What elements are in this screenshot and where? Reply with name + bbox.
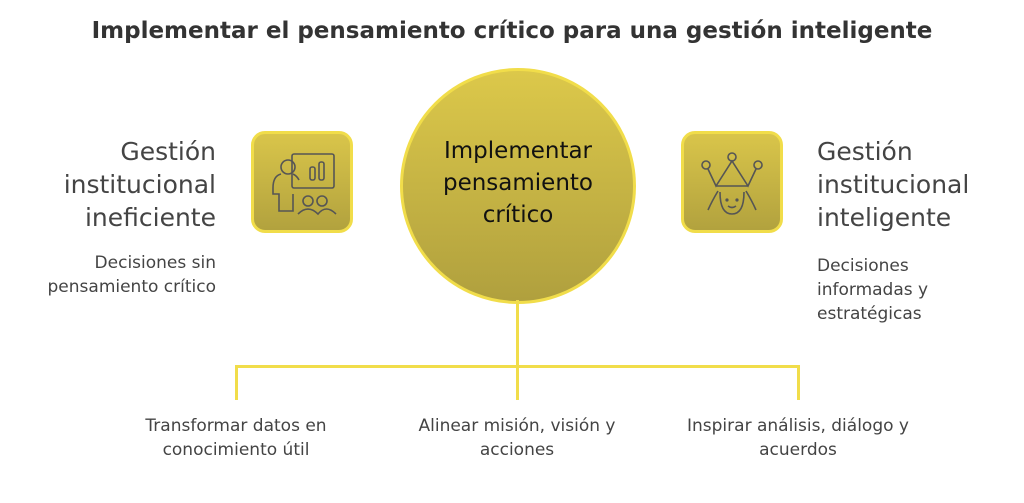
center-label: Implementar pensamiento crítico bbox=[442, 138, 594, 228]
presentation-audience-icon bbox=[251, 131, 353, 233]
connector-stem bbox=[516, 300, 519, 366]
left-description: Decisiones sin pensamiento crítico bbox=[47, 253, 216, 297]
connector-drop-3 bbox=[797, 365, 800, 400]
right-heading: Gestión institucional inteligente bbox=[817, 137, 970, 232]
left-heading: Gestión institucional ineficiente bbox=[63, 137, 216, 232]
branch-1: Transformar datos en conocimiento útil bbox=[145, 416, 327, 460]
center-node: Implementar pensamiento crítico bbox=[400, 68, 636, 304]
branch-3: Inspirar análisis, diálogo y acuerdos bbox=[687, 416, 909, 460]
right-description: Decisiones informadas y estratégicas bbox=[817, 256, 929, 324]
page-title: Implementar el pensamiento crítico para … bbox=[91, 18, 933, 44]
connector-drop-2 bbox=[516, 365, 519, 400]
connector-drop-1 bbox=[235, 365, 238, 400]
branch-2: Alinear misión, visión y acciones bbox=[418, 416, 616, 460]
crowned-person-icon bbox=[681, 131, 783, 233]
